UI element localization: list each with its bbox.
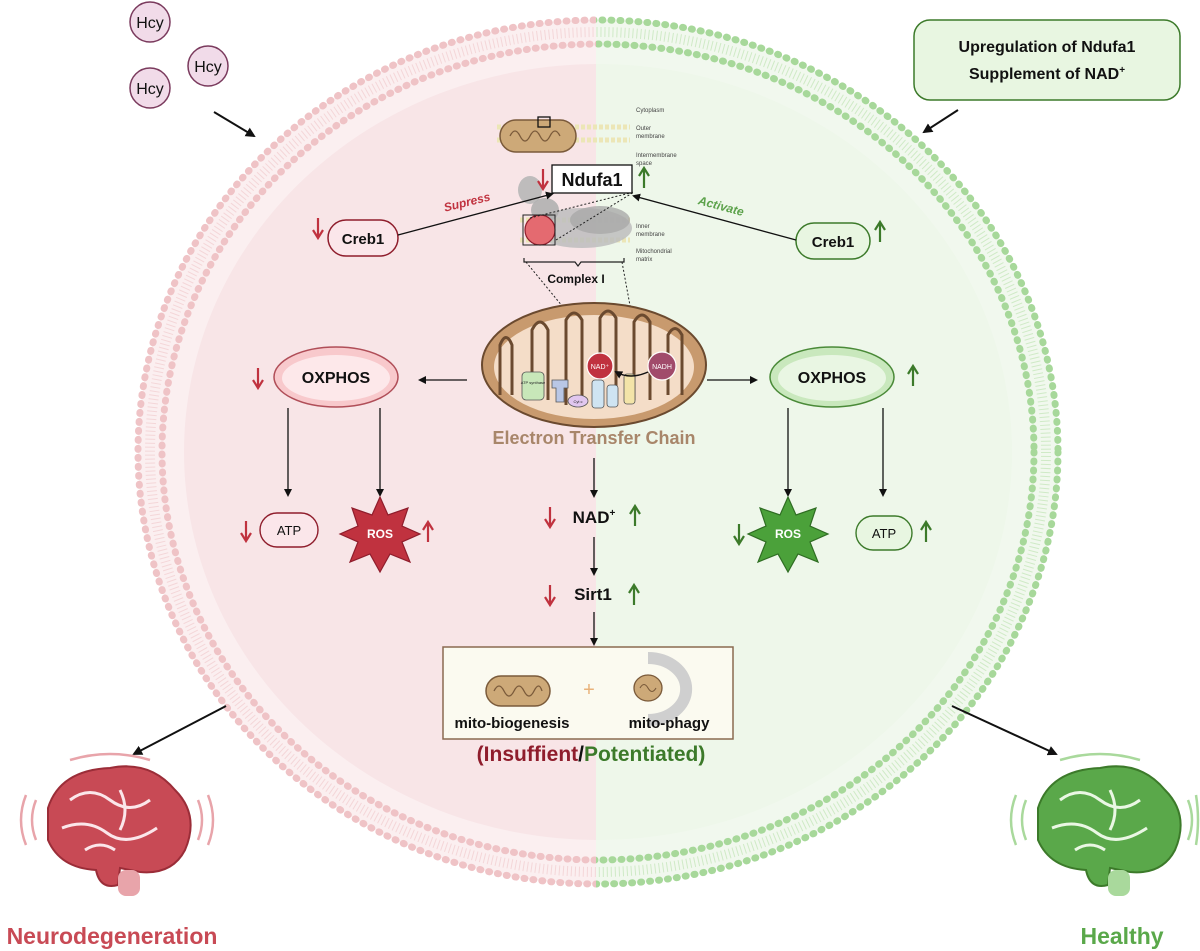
mitochondrion-etc: ATP synthase Cyt c NAD⁺ NADH	[481, 302, 707, 428]
cell-left-half	[134, 16, 596, 888]
paren-close: )	[698, 743, 705, 766]
atp-synthase-label: ATP synthase	[521, 380, 546, 385]
hcy-molecule: Hcy	[129, 1, 171, 43]
intervention-arrow	[922, 109, 959, 134]
plus-sign: +	[583, 679, 595, 701]
atp-left: ATP	[259, 512, 319, 548]
label-inner: Inner	[636, 224, 650, 230]
hcy-label: Hcy	[136, 81, 164, 98]
membrane-schematic: Cytoplasm Outer membrane Intermembrane s…	[497, 108, 677, 286]
arrow-to-healthy	[951, 705, 1058, 756]
atp-right-label: ATP	[872, 526, 896, 541]
ndufa1-box: Ndufa1	[551, 164, 633, 194]
suppress-arrow	[397, 191, 554, 236]
paren-open: (	[477, 743, 484, 766]
nad-molecule: NAD⁺	[591, 364, 610, 371]
hcy-label: Hcy	[194, 59, 222, 76]
label-intermembrane: Intermembrane	[636, 153, 677, 159]
sirt1-label: Sirt1	[574, 585, 612, 604]
svg-text:Supplement of NAD+: Supplement of NAD+	[969, 65, 1125, 83]
intervention-sup: +	[1119, 65, 1125, 76]
label-cytoplasm: Cytoplasm	[636, 108, 664, 114]
nad-center-label: NAD	[573, 508, 610, 527]
label-space: space	[636, 161, 653, 167]
nadh-molecule: NADH	[652, 364, 672, 371]
atp-left-label: ATP	[277, 523, 301, 538]
neurodegeneration-label: Neurodegeneration	[7, 923, 218, 949]
brain-neurodegeneration-icon	[19, 752, 215, 896]
small-mitochondrion-icon	[499, 116, 577, 153]
ros-right: ROS	[746, 495, 830, 574]
oxphos-left: OXPHOS	[273, 346, 399, 408]
cyt-c-label: Cyt c	[573, 399, 582, 404]
insufficient-potentiated: (Insuffient/Potentiated)	[477, 743, 706, 766]
mito-biogenesis-icon	[485, 675, 551, 707]
brain-healthy-icon	[1009, 752, 1200, 896]
arrow-to-neurodegeneration	[132, 705, 227, 755]
hcy-molecule: Hcy	[187, 45, 229, 87]
ros-left-label: ROS	[367, 527, 393, 541]
slash: /	[578, 743, 584, 766]
creb1-right-label: Creb1	[812, 234, 855, 251]
mito-biogenesis-label: mito-biogenesis	[454, 715, 569, 732]
oxphos-right: OXPHOS	[769, 346, 895, 408]
complex-brace	[523, 258, 625, 267]
mito-phagy-label: mito-phagy	[629, 715, 710, 732]
label-matrix: matrix	[636, 257, 652, 263]
hcy-label: Hcy	[136, 15, 164, 32]
complex-i-label: Complex I	[547, 272, 604, 286]
ros-left: ROS	[338, 495, 422, 574]
outcome-box: + mito-biogenesis mito-phagy	[442, 646, 734, 740]
healthy-label: Healthy	[1080, 923, 1163, 949]
atp-right: ATP	[855, 515, 913, 551]
oxphos-right-label: OXPHOS	[798, 370, 867, 387]
intervention-line2: Supplement of NAD	[969, 66, 1119, 83]
label-mitochondrial: Mitochondrial	[636, 249, 672, 255]
potentiated-label: Potentiated	[584, 743, 698, 766]
intervention-box: Upregulation of Ndufa1 Supplement of NAD…	[913, 19, 1181, 101]
hcy-molecule: Hcy	[129, 67, 171, 109]
creb1-right: Creb1	[795, 222, 871, 260]
nad-center-sup: +	[610, 508, 616, 519]
mito-phagy-icon	[633, 652, 693, 726]
label-inner-membrane: membrane	[636, 232, 665, 238]
insufficient-label: Insuffient	[484, 743, 579, 766]
label-outer-membrane: membrane	[636, 134, 665, 140]
oxphos-left-label: OXPHOS	[302, 370, 371, 387]
activate-arrow	[632, 193, 797, 241]
creb1-left-label: Creb1	[342, 231, 385, 248]
ndufa1-label: Ndufa1	[561, 170, 622, 190]
nad-center: NAD+	[573, 508, 616, 527]
creb1-left: Creb1	[327, 219, 399, 257]
hcy-arrow	[213, 111, 256, 138]
intervention-line1: Upregulation of Ndufa1	[959, 39, 1136, 56]
etc-label: Electron Transfer Chain	[492, 428, 695, 448]
ros-right-label: ROS	[775, 527, 801, 541]
label-outer: Outer	[636, 126, 651, 132]
complex-i-protein	[518, 176, 632, 248]
